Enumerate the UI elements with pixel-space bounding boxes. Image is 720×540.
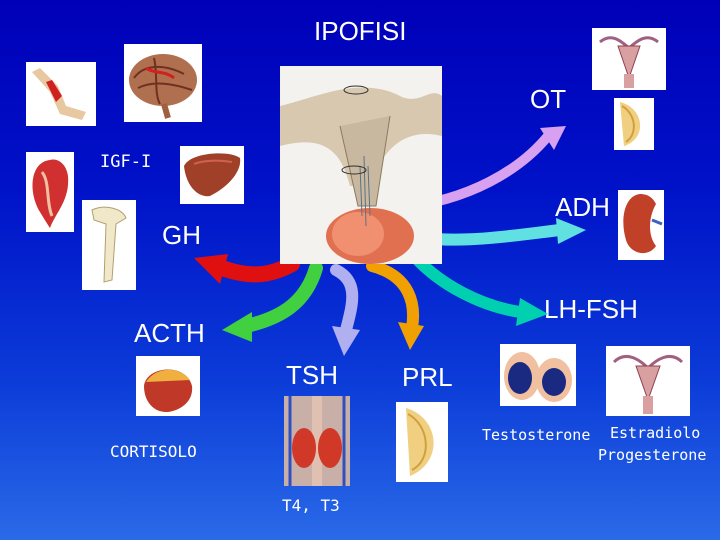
liver-image bbox=[180, 146, 244, 204]
testis-image bbox=[500, 344, 576, 406]
prl-arrow bbox=[366, 260, 420, 334]
label-tsh: TSH bbox=[286, 360, 338, 390]
label-prl: PRL bbox=[402, 362, 453, 392]
brain-image bbox=[124, 44, 202, 122]
acth-arrow bbox=[239, 261, 323, 333]
bone-image bbox=[82, 200, 136, 290]
tsh-arrow bbox=[330, 264, 359, 336]
lh-fsh-arrow bbox=[410, 252, 526, 318]
label-lh-fsh: LH-FSH bbox=[544, 294, 638, 324]
label-acth: ACTH bbox=[134, 318, 205, 348]
ot-arrowhead bbox=[540, 126, 566, 150]
adrenal-image bbox=[136, 356, 200, 416]
label-progesterone: Progesterone bbox=[598, 446, 707, 464]
lh-fsh-arrowhead bbox=[516, 298, 548, 326]
label-testosterone: Testosterone bbox=[482, 426, 591, 444]
uterus-image-top bbox=[592, 28, 666, 90]
uterus-image-bottom bbox=[606, 346, 690, 416]
title-ipofisi: IPOFISI bbox=[314, 16, 407, 46]
label-adh: ADH bbox=[555, 192, 610, 222]
label-estradiolo: Estradiolo bbox=[610, 424, 701, 442]
label-gh: GH bbox=[162, 220, 201, 250]
gh-arrow bbox=[214, 256, 300, 283]
label-cortisolo: CORTISOLO bbox=[110, 442, 197, 461]
kidney-image bbox=[618, 190, 664, 260]
acth-arrowhead bbox=[222, 312, 252, 342]
thyroid-image bbox=[284, 396, 350, 486]
prl-arrowhead bbox=[398, 322, 424, 350]
label-igf: IGF-I bbox=[100, 152, 152, 172]
pituitary-gland-image bbox=[280, 66, 442, 264]
tsh-arrowhead bbox=[332, 326, 360, 356]
label-ot: OT bbox=[530, 84, 567, 114]
breast-image-top bbox=[614, 98, 654, 150]
arm-muscle-image bbox=[26, 62, 96, 126]
label-t4-t3: T4, T3 bbox=[282, 496, 340, 515]
heart-image bbox=[26, 152, 74, 232]
breast-image-middle bbox=[396, 402, 448, 482]
gh-arrowhead bbox=[194, 254, 228, 284]
adh-arrowhead bbox=[556, 218, 586, 244]
